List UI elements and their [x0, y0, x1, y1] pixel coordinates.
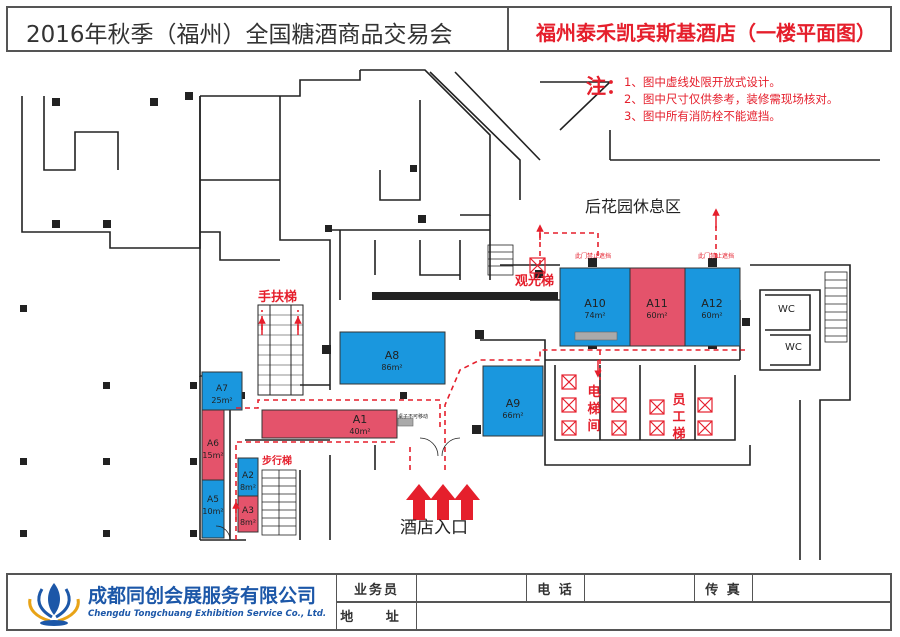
company-logo-icon	[28, 583, 80, 626]
phone-label: 电 话	[526, 575, 584, 601]
notes-list: 1、图中虚线处限开放式设计。 2、图中尺寸仅供参考，装修需现场核对。 3、图中所…	[624, 74, 838, 125]
fixed-table	[574, 331, 618, 341]
entrance-arrows	[406, 484, 480, 520]
partition-bar	[372, 292, 558, 300]
staff-lift-label: 员工梯	[672, 393, 686, 442]
title-divider	[507, 8, 509, 50]
note-item-2: 2、图中尺寸仅供参考，装修需现场核对。	[624, 92, 839, 106]
booth-A1	[261, 409, 398, 439]
phone-field[interactable]	[584, 575, 694, 601]
notes-label: 注：	[586, 74, 626, 98]
contact-table: 业务员 电 话 传 真 地 址	[336, 575, 892, 629]
stairs-label: 步行梯	[262, 456, 292, 467]
booth-A12	[684, 267, 741, 347]
elevator-hall-label: 电梯间	[587, 385, 601, 434]
company-name-cn: 成都同创会展服务有限公司	[88, 585, 317, 607]
booth-A11	[629, 267, 686, 347]
table-note: 桌子不可移动	[398, 414, 429, 420]
booth-A7	[201, 371, 243, 411]
stairs-structure	[261, 469, 297, 536]
note-item-1: 1、图中虚线处限开放式设计。	[624, 75, 781, 89]
sightseeing-lift-label: 观光梯	[515, 274, 555, 289]
entrance-label: 酒店入口	[400, 518, 468, 538]
elevator-boxes	[529, 257, 713, 436]
door-note-1: 此门禁止遮挡	[575, 253, 612, 260]
table-divider	[336, 601, 892, 603]
title-bar: 2016年秋季（福州）全国糖酒商品交易会 福州泰禾凯宾斯基酒店（一楼平面图）	[6, 6, 892, 52]
salesperson-label: 业务员	[336, 575, 416, 601]
door-note-2: 此门禁止遮挡	[698, 253, 735, 260]
escalator-structure	[257, 304, 304, 396]
note-item-3: 3、图中所有消防栓不能遮挡。	[624, 109, 781, 123]
event-title: 2016年秋季（福州）全国糖酒商品交易会	[26, 22, 453, 48]
venue-title: 福州泰禾凯宾斯基酒店（一楼平面图）	[536, 21, 876, 45]
fixed-table-2	[397, 417, 414, 427]
stairs-right	[487, 244, 848, 343]
building-walls	[21, 69, 880, 560]
booth-A3	[237, 495, 259, 533]
salesperson-field[interactable]	[416, 575, 526, 601]
footer: 成都同创会展服务有限公司 Chengdu Tongchuang Exhibiti…	[6, 573, 892, 631]
fax-label: 传 真	[694, 575, 752, 601]
garden-label: 后花园休息区	[585, 197, 682, 216]
address-label: 地 址	[336, 602, 416, 629]
booth-A9	[482, 365, 544, 437]
company-name-en: Chengdu Tongchuang Exhibition Service Co…	[88, 609, 327, 619]
booth-A8	[339, 331, 446, 385]
wc-label-1: WC	[778, 304, 795, 315]
address-field[interactable]	[416, 602, 892, 629]
booths	[201, 267, 741, 539]
floor-plan	[20, 69, 880, 560]
escalator-label: 手扶梯	[258, 290, 298, 305]
fax-field[interactable]	[752, 575, 892, 601]
wc-label-2: WC	[785, 342, 802, 353]
